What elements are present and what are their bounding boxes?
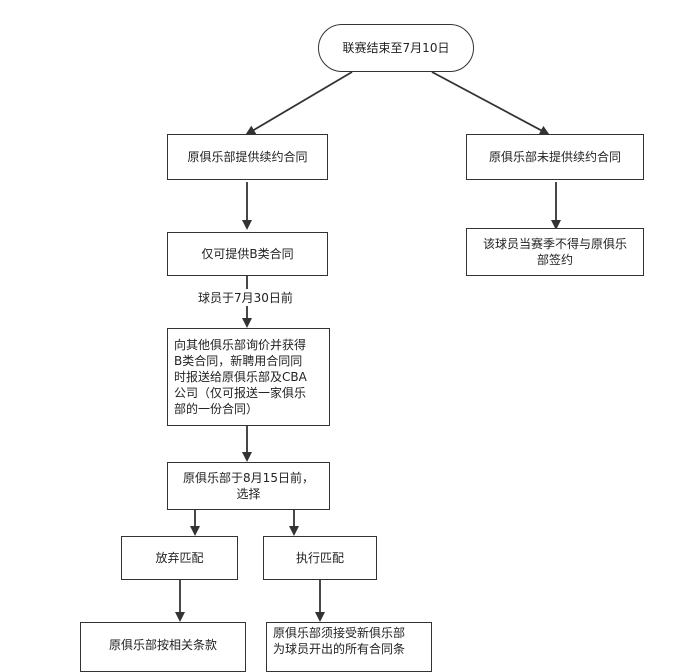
node-cannot-sign: 该球员当赛季不得与原俱乐 部签约 [466, 228, 644, 276]
arrow-start-to-no-offer [431, 71, 550, 135]
node-cannot-sign-label: 该球员当赛季不得与原俱乐 部签约 [482, 236, 627, 267]
node-offer-contract: 原俱乐部提供续约合同 [167, 134, 328, 180]
node-inquire-other-clubs: 向其他俱乐部询价并获得 B类合同，新聘用合同同 时报送给原俱乐部及CBA 公司（… [167, 328, 330, 426]
node-no-offer-contract-label: 原俱乐部未提供续约合同 [488, 149, 621, 164]
node-offer-contract-label: 原俱乐部提供续约合同 [187, 149, 308, 164]
arrow-start-to-offer [245, 71, 353, 136]
node-give-up-match: 放弃匹配 [121, 536, 238, 580]
node-per-terms: 原俱乐部按相关条款 [80, 622, 246, 672]
node-inquire-other-clubs-label: 向其他俱乐部询价并获得 B类合同，新聘用合同同 时报送给原俱乐部及CBA 公司（… [174, 337, 307, 417]
node-execute-match-label: 执行匹配 [295, 550, 344, 565]
edge-label-before-july30: 球员于7月30日前 [196, 289, 295, 306]
node-execute-match: 执行匹配 [263, 536, 377, 580]
node-no-offer-contract: 原俱乐部未提供续约合同 [466, 134, 644, 180]
node-start-label: 联赛结束至7月10日 [342, 40, 450, 55]
node-choose-by-aug15: 原俱乐部于8月15日前， 选择 [167, 462, 330, 510]
node-choose-by-aug15-label: 原俱乐部于8月15日前， 选择 [183, 470, 314, 501]
node-accept-all-terms: 原俱乐部须接受新俱乐部 为球员开出的所有合同条 [266, 622, 432, 672]
node-only-b-contract: 仅可提供B类合同 [167, 232, 328, 276]
node-start: 联赛结束至7月10日 [318, 24, 474, 72]
node-per-terms-label: 原俱乐部按相关条款 [108, 638, 217, 652]
node-give-up-match-label: 放弃匹配 [155, 550, 204, 565]
node-only-b-contract-label: 仅可提供B类合同 [201, 246, 294, 261]
